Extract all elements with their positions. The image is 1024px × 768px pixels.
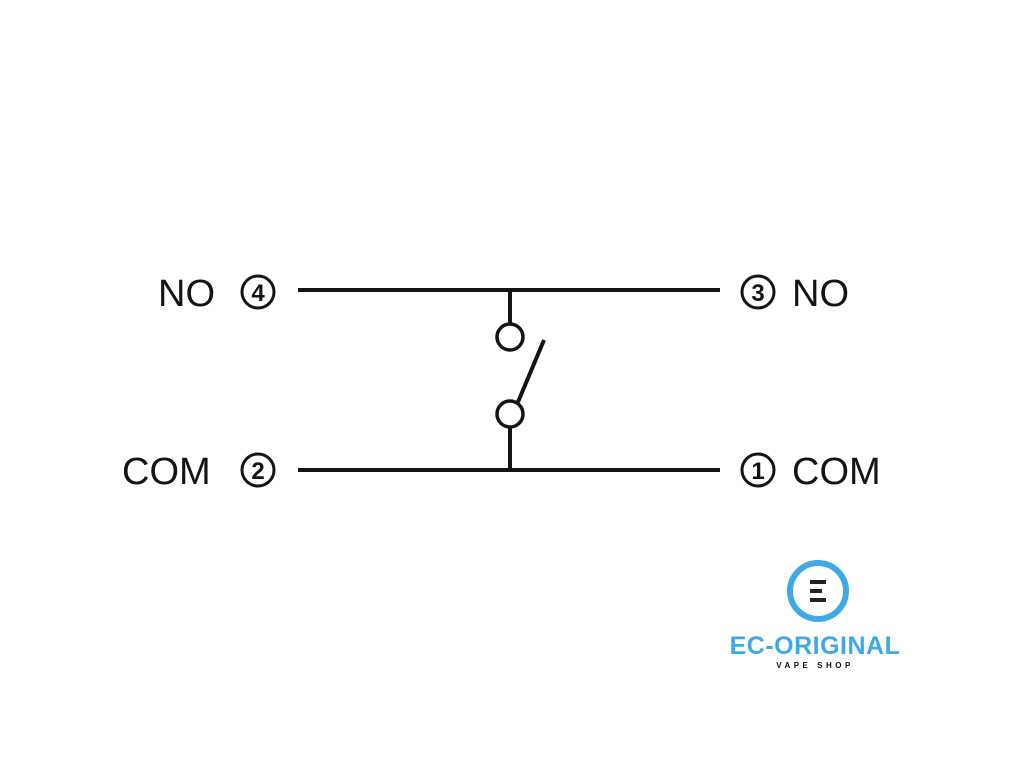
terminal-label-top-right: NO [792,273,849,315]
svg-text:4: 4 [251,280,265,307]
switch-blade [516,339,546,403]
terminal-number-bottom-right: 1 [740,452,776,488]
svg-text:2: 2 [251,458,264,485]
svg-text:1: 1 [751,458,764,485]
bottom-contact [495,399,525,429]
logo-e-icon [810,580,826,602]
terminal-label-bottom-left: COM [122,451,211,493]
top-contact [495,322,525,352]
brand-logo: EC-ORIGINAL VAPE SHOP [725,560,905,675]
logo-title: EC-ORIGINAL [729,632,901,660]
terminal-label-top-left: NO [158,273,215,315]
terminal-number-bottom-left: 2 [240,452,276,488]
terminal-number-top-right: 3 [740,274,776,310]
logo-subtitle: VAPE SHOP [776,661,854,670]
terminal-label-bottom-right: COM [792,451,881,493]
svg-text:3: 3 [751,280,764,307]
terminal-number-top-left: 4 [240,274,276,310]
logo-ring-icon [787,560,849,622]
